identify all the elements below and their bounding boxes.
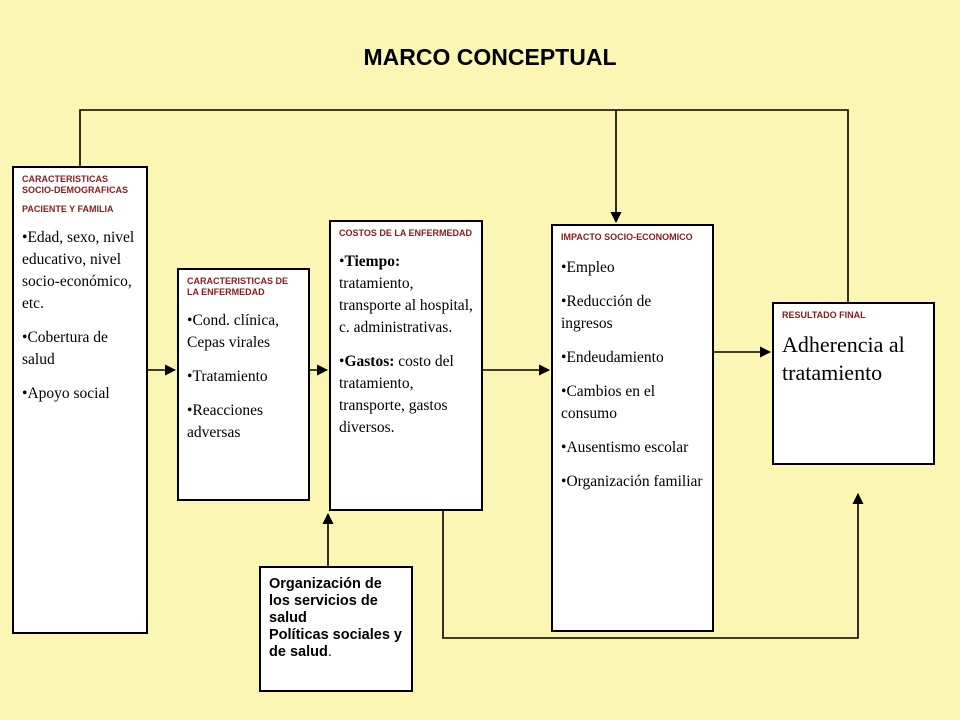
box-header: COSTOS DE LA ENFERMEDAD bbox=[339, 228, 473, 238]
item-label: Gastos: bbox=[344, 353, 395, 370]
box-subheader: PACIENTE Y FAMILIA bbox=[22, 204, 114, 214]
box-sociodemograficas: CARACTERISTICAS SOCIO-DEMOGRAFICAS PACIE… bbox=[12, 166, 148, 634]
item-text: costo del tratamiento, transporte, gasto… bbox=[339, 353, 454, 436]
org-line-politicas: Políticas sociales y de salud. bbox=[269, 627, 403, 661]
list-item: Tratamiento bbox=[187, 366, 300, 388]
list-item: Gastos: costo del tratamiento, transport… bbox=[339, 351, 473, 439]
list-item: Tiempo: tratamiento, transporte al hospi… bbox=[339, 251, 473, 339]
list-item: Reacciones adversas bbox=[187, 400, 300, 444]
feedback-line-top bbox=[79, 109, 849, 302]
org-suffix: . bbox=[327, 644, 332, 660]
list-item: Cambios en el consumo bbox=[561, 381, 704, 425]
org-line-politicas-text: Políticas sociales y de salud bbox=[269, 627, 402, 660]
box-header: CARACTERISTICAS DE LA ENFERMEDAD bbox=[187, 276, 289, 297]
list-item: Reducción de ingresos bbox=[561, 291, 704, 335]
item-text: tratamiento, transporte al hospital, c. … bbox=[339, 275, 473, 336]
list-item: Organización familiar bbox=[561, 471, 704, 493]
list-item: Apoyo social bbox=[22, 383, 138, 405]
box-impacto: IMPACTO SOCIO-ECONOMICO Empleo Reducción… bbox=[551, 224, 714, 632]
box-costos: COSTOS DE LA ENFERMEDAD Tiempo: tratamie… bbox=[329, 220, 483, 511]
list-item: Cobertura de salud bbox=[22, 327, 138, 371]
org-line-servicios: Organización de los servicios de salud bbox=[269, 576, 382, 626]
box-header: CARACTERISTICAS SOCIO-DEMOGRAFICAS bbox=[22, 174, 129, 195]
result-text: Adherencia al tratamiento bbox=[782, 332, 905, 385]
item-label: Tiempo: bbox=[344, 253, 401, 270]
box-header: IMPACTO SOCIO-ECONOMICO bbox=[561, 232, 693, 242]
list-item: Cond. clínica, Cepas virales bbox=[187, 310, 300, 354]
box-enfermedad: CARACTERISTICAS DE LA ENFERMEDAD Cond. c… bbox=[177, 268, 310, 501]
box-resultado-final: RESULTADO FINAL Adherencia al tratamient… bbox=[772, 302, 935, 465]
list-item: Edad, sexo, nivel educativo, nivel socio… bbox=[22, 227, 138, 315]
page-title: MARCO CONCEPTUAL bbox=[363, 44, 617, 70]
box-header: RESULTADO FINAL bbox=[782, 310, 866, 320]
list-item: Empleo bbox=[561, 257, 704, 279]
list-item: Endeudamiento bbox=[561, 347, 704, 369]
feedback-line-bottom bbox=[442, 492, 864, 639]
box-organizacion: Organización de los servicios de salud P… bbox=[259, 566, 413, 692]
list-item: Ausentismo escolar bbox=[561, 437, 704, 459]
